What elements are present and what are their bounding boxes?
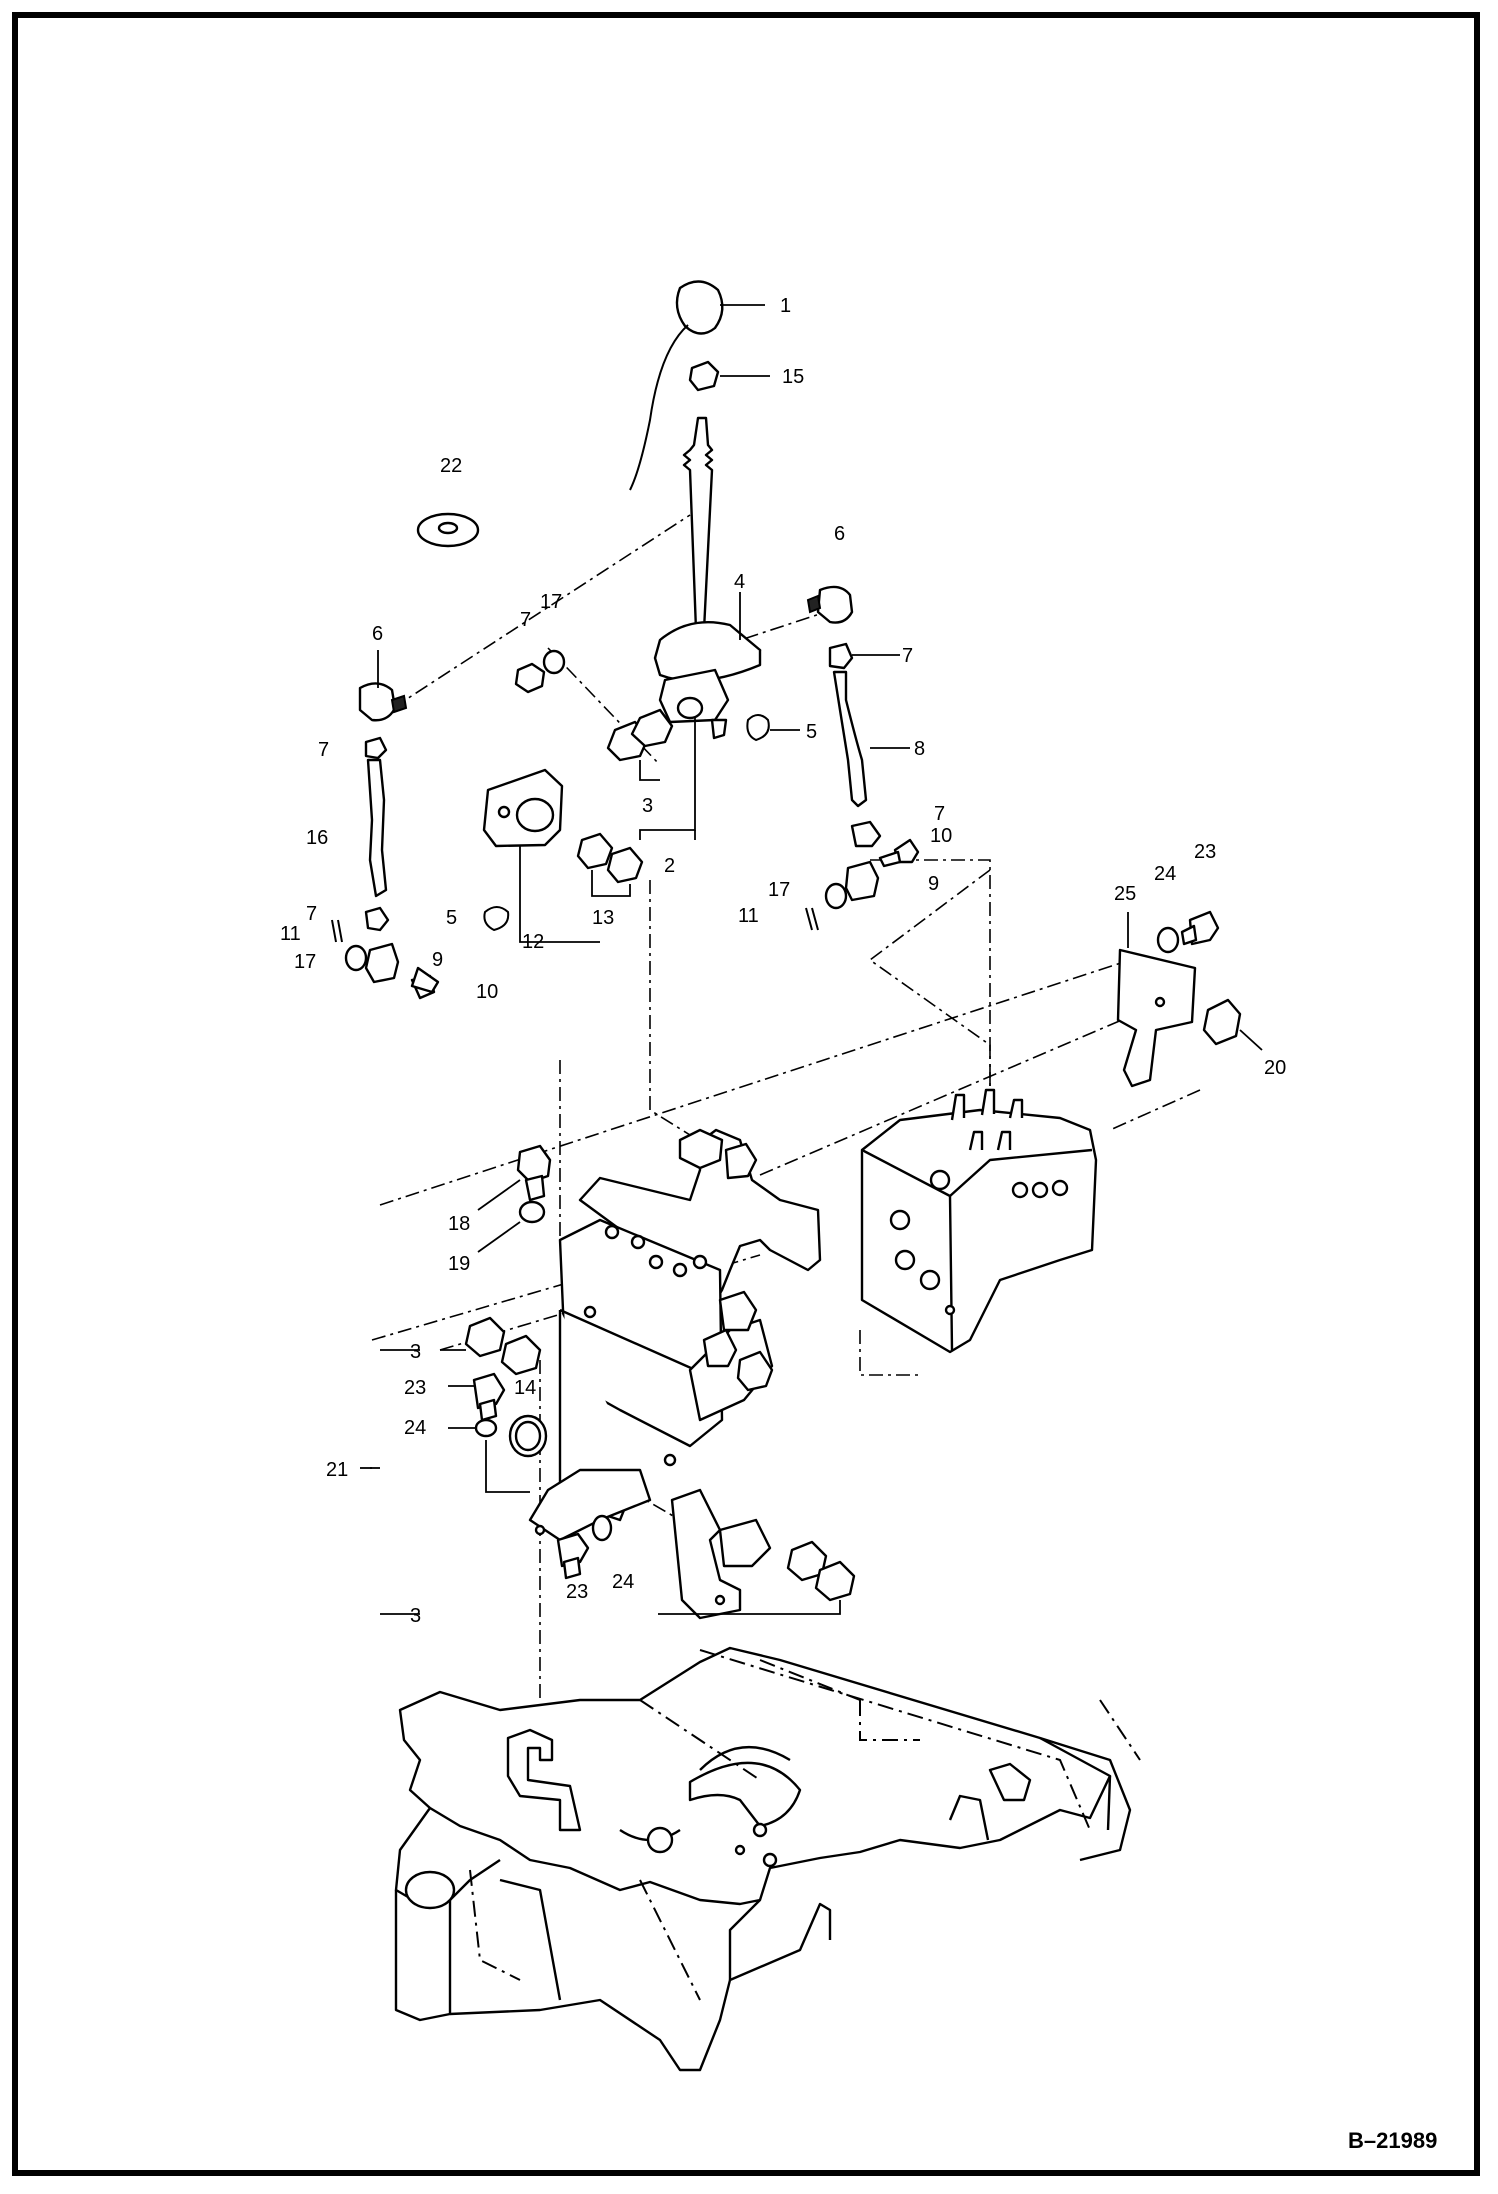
part-3-bushings-lower-right — [658, 1540, 856, 1615]
callout-7: 7 — [318, 739, 329, 761]
callout-22: 22 — [440, 455, 462, 477]
part-22-washer — [416, 512, 480, 548]
part-2-lever-base — [639, 668, 730, 840]
callout-12: 12 — [522, 931, 544, 953]
part-20-spacer — [1202, 998, 1263, 1051]
part-8-rod — [832, 670, 910, 808]
callout-14: 14 — [514, 1377, 536, 1399]
callout-6: 6 — [834, 523, 845, 545]
callout-17: 17 — [540, 591, 562, 613]
control-valve — [860, 1088, 1098, 1354]
callout-23: 23 — [1194, 841, 1216, 863]
drawing-reference-number: B–21989 — [1348, 2128, 1437, 2153]
part-24-washer-a — [1156, 926, 1180, 954]
part-10-pin-right — [878, 838, 920, 868]
part-17-lockwasher-b — [824, 882, 848, 910]
part-21-lever-stand — [370, 1128, 822, 1620]
part-10-pin-left — [410, 966, 440, 1000]
callout-13: 13 — [592, 907, 614, 929]
part-4-control-lever — [653, 416, 762, 682]
part-9-block-right — [844, 860, 880, 902]
part-13-bushings — [576, 832, 644, 897]
part-23-bolt-b — [448, 1372, 506, 1422]
part-15-nut — [688, 360, 770, 392]
callout-3: 3 — [642, 795, 653, 817]
callout-7: 7 — [934, 803, 945, 825]
part-7-nut-b — [828, 642, 900, 670]
part-19-washer — [477, 1200, 546, 1253]
callout-7: 7 — [306, 903, 317, 925]
callout-labels: 1 15 22 6 6 4 7 17 7 5 8 7 3 7 10 16 2 1… — [280, 295, 1286, 1627]
callout-6: 6 — [372, 623, 383, 645]
callout-3: 3 — [410, 1605, 421, 1627]
callout-3: 3 — [410, 1341, 421, 1363]
part-11-cotter-left — [331, 919, 343, 943]
part-23-bolt-a — [1180, 910, 1220, 946]
callout-11: 11 — [280, 923, 301, 945]
part-5-clip-lower — [483, 906, 510, 932]
callout-2: 2 — [664, 855, 675, 877]
part-17-lockwasher-c — [344, 944, 368, 972]
callout-9: 9 — [928, 873, 939, 895]
callout-10: 10 — [476, 981, 498, 1003]
callout-20: 20 — [1264, 1057, 1286, 1079]
callout-17: 17 — [294, 951, 316, 973]
callout-4: 4 — [734, 571, 745, 593]
callout-23: 23 — [404, 1377, 426, 1399]
part-17-lockwasher-a — [542, 649, 566, 675]
part-6-swivel-joint-right — [806, 585, 854, 624]
callout-7: 7 — [902, 645, 913, 667]
callout-17: 17 — [768, 879, 790, 901]
callout-23: 23 — [566, 1581, 588, 1603]
label-leaders — [360, 1349, 420, 1615]
callout-5: 5 — [446, 907, 457, 929]
part-12-bracket — [482, 768, 600, 943]
part-25-bracket — [1116, 912, 1197, 1088]
part-5-clip-upper — [746, 714, 800, 742]
assembly-guide-lines — [371, 514, 1201, 1700]
drawing-border — [12, 12, 1480, 2176]
part-14-seal — [485, 1414, 548, 1493]
machine-frame — [394, 1646, 1141, 2072]
callout-24: 24 — [1154, 863, 1176, 885]
part-23-bolt-c — [556, 1532, 590, 1580]
callout-11: 11 — [738, 905, 759, 927]
callout-24: 24 — [404, 1417, 426, 1439]
callout-21: 21 — [326, 1459, 348, 1481]
callout-5: 5 — [806, 721, 817, 743]
callout-9: 9 — [432, 949, 443, 971]
part-3-bushings-upper — [606, 708, 674, 781]
part-24-washer-b — [448, 1418, 498, 1438]
part-1-knob — [629, 280, 765, 491]
callout-25: 25 — [1114, 883, 1136, 905]
callout-15: 15 — [782, 366, 804, 388]
callout-10: 10 — [930, 825, 952, 847]
part-7-nut-d — [850, 820, 882, 848]
callout-8: 8 — [914, 738, 925, 760]
callout-19: 19 — [448, 1253, 470, 1275]
part-18-bolt — [477, 1144, 552, 1211]
callout-1: 1 — [780, 295, 791, 317]
part-7-nut-c — [364, 736, 390, 932]
callout-16: 16 — [306, 827, 328, 849]
part-3-bushings-lower-left — [440, 1316, 542, 1376]
callout-18: 18 — [448, 1213, 470, 1235]
part-6-swivel-joint-left — [358, 650, 408, 722]
part-11-cotter-right — [805, 907, 819, 931]
part-16-rod — [366, 758, 388, 898]
part-7-nut-a — [514, 662, 546, 694]
part-24-washer-c — [591, 1514, 613, 1542]
callout-7: 7 — [520, 609, 531, 631]
part-9-block-left — [364, 942, 400, 984]
callout-24: 24 — [612, 1571, 634, 1593]
